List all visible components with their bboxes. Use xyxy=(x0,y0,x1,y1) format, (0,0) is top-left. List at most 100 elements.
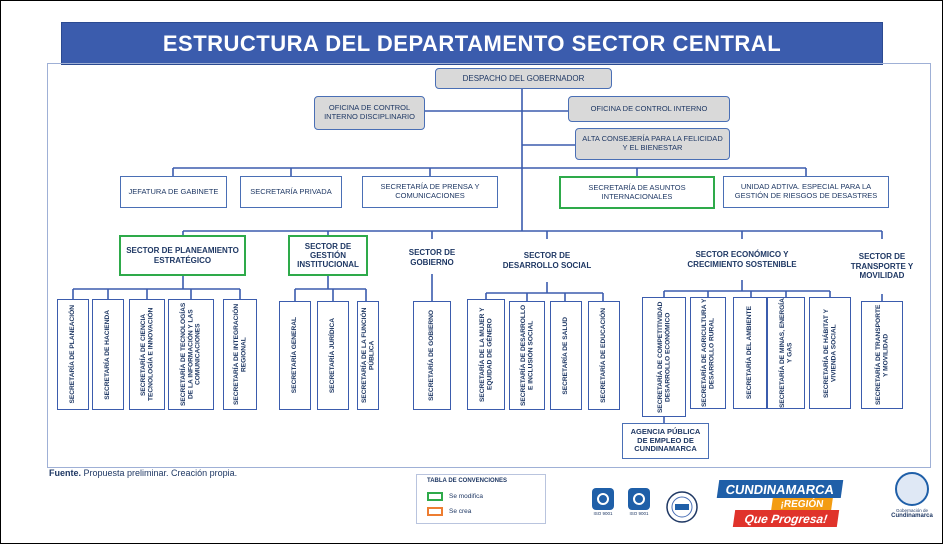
secretariat-label: SECRETARÍA DE TRANSPORTE Y MOVILIDAD xyxy=(874,304,889,406)
secretariat-label: SECRETARÍA DE COMPETITIVIDAD DESARROLLO … xyxy=(656,301,671,413)
sector-node-modified: SECTOR DE GESTIÓN INSTITUCIONAL xyxy=(288,235,368,276)
cundinamarca-logo: CUNDINAMARCA ¡REGIÓN Que Progresa! xyxy=(716,478,848,530)
certification-icon xyxy=(592,488,614,510)
certification-logo: ISO 9001 xyxy=(592,488,614,516)
cert-label: ISO 9001 xyxy=(629,511,649,516)
legend-row-modify: Se modifica xyxy=(427,492,483,501)
cert-label: ISO 9001 xyxy=(593,511,613,516)
seal-logo-icon xyxy=(666,491,698,523)
legend-label-modify: Se modifica xyxy=(449,493,483,500)
secretariat-node: SECRETARÍA DE LA FUNCIÓN PÚBLICA xyxy=(357,301,379,410)
brand-line-2: ¡REGIÓN xyxy=(771,498,833,510)
secretariat-node: SECRETARÍA DE COMPETITIVIDAD DESARROLLO … xyxy=(642,297,686,417)
sector-node-modified: SECTOR DE PLANEAMIENTO ESTRATÉGICO xyxy=(119,235,246,276)
sector-label: SECTOR ECONÓMICO Y CRECIMIENTO SOSTENIBL… xyxy=(687,249,797,269)
staff-left-label: OFICINA DE CONTROL INTERNO DISCIPLINARIO xyxy=(324,103,415,121)
staff-right-label: OFICINA DE CONTROL INTERNO xyxy=(590,103,708,113)
secretariat-label: SECRETARÍA DE AGRICULTURA Y DESARROLLO R… xyxy=(700,298,715,408)
legend-swatch-create xyxy=(427,507,443,516)
agency-label: AGENCIA PÚBLICA DE EMPLEO DE CUNDINAMARC… xyxy=(630,427,701,454)
seal-caption-2: Cundinamarca xyxy=(891,513,933,519)
chart-panel xyxy=(47,63,931,468)
secretariat-node: SECRETARÍA DE EDUCACIÓN xyxy=(588,301,620,410)
staff-node-consejeria: ALTA CONSEJERÍA PARA LA FELICIDAD Y EL B… xyxy=(575,128,730,160)
support-unit: JEFATURA DE GABINETE xyxy=(120,176,227,208)
source-note: Fuente. Propuesta preliminar. Creación p… xyxy=(49,468,237,478)
secretariat-node: SECRETARÍA DE CIENCIA TECNOLOGÍA E INNOV… xyxy=(129,299,165,410)
brand-line-3: Que Progresa! xyxy=(732,510,840,527)
sector-label: SECTOR DE TRANSPORTE Y MOVILIDAD xyxy=(850,252,914,281)
secretariat-node: SECRETARÍA DE INTEGRACIÓN REGIONAL xyxy=(223,299,257,410)
secretariat-node: SECRETARÍA DE HACIENDA xyxy=(92,299,124,410)
seal-caption-1: Gobernación de xyxy=(895,508,929,513)
page-title: ESTRUCTURA DEL DEPARTAMENTO SECTOR CENTR… xyxy=(162,30,782,56)
secretariat-node: SECRETARÍA DE PLANEACIÓN xyxy=(57,299,89,410)
brand-line-1: CUNDINAMARCA xyxy=(716,480,844,498)
staff-node-left: OFICINA DE CONTROL INTERNO DISCIPLINARIO xyxy=(314,96,425,130)
sector-label: SECTOR DE PLANEAMIENTO ESTRATÉGICO xyxy=(126,246,239,265)
legend-row-create: Se crea xyxy=(427,507,471,516)
sector-node: SECTOR DE DESARROLLO SOCIAL xyxy=(500,240,594,282)
secretariat-label: SECRETARÍA GENERAL xyxy=(291,317,299,394)
secretariat-node: SECRETARÍA DE GOBIERNO xyxy=(413,301,451,410)
secretariat-node: SECRETARÍA DE TRANSPORTE Y MOVILIDAD xyxy=(861,301,903,409)
secretariat-label: SECRETARÍA DE PLANEACIÓN xyxy=(69,305,77,404)
root-label: DESPACHO DEL GOBERNADOR xyxy=(462,73,585,83)
secretariat-node: SECRETARÍA DE MINAS, ENERGÍA Y GAS xyxy=(767,297,805,409)
legend-label-create: Se crea xyxy=(449,508,472,515)
support-unit: SECRETARÍA DE PRENSA Y COMUNICACIONES xyxy=(362,176,498,208)
support-unit-label: SECRETARÍA DE ASUNTOS INTERNACIONALES xyxy=(588,182,686,201)
secretariat-label: SECRETARÍA DE TECNOLOGÍAS DE LA INFORMAC… xyxy=(180,302,202,407)
secretariat-label: SECRETARÍA DE MINAS, ENERGÍA Y GAS xyxy=(778,298,793,408)
secretariat-label: SECRETARÍA JURÍDICA xyxy=(329,317,337,394)
secretariat-label: SECRETARÍA DE LA MUJER Y EQUIDAD DE GÉNE… xyxy=(478,307,493,402)
sector-label: SECTOR DE DESARROLLO SOCIAL xyxy=(502,251,592,270)
secretariat-node: SECRETARÍA JURÍDICA xyxy=(317,301,349,410)
secretariat-label: SECRETARÍA DE DESARROLLO E INCLUSIÓN SOC… xyxy=(519,304,534,407)
root-node: DESPACHO DEL GOBERNADOR xyxy=(435,68,612,89)
secretariat-label: SECRETARÍA DE GOBIERNO xyxy=(428,310,436,401)
title-banner: ESTRUCTURA DEL DEPARTAMENTO SECTOR CENTR… xyxy=(61,22,883,65)
staff-node-control: OFICINA DE CONTROL INTERNO xyxy=(568,96,730,122)
coat-of-arms-icon xyxy=(895,472,929,506)
secretariat-label: SECRETARÍA DE CIENCIA TECNOLOGÍA E INNOV… xyxy=(139,307,154,402)
certification-logo: ISO 9001 xyxy=(628,488,650,516)
secretariat-node: SECRETARÍA DEL AMBIENTE xyxy=(733,297,767,409)
secretariat-node: SECRETARÍA DE HÁBITAT Y VIVIENDA SOCIAL xyxy=(809,297,851,409)
secretariat-label: SECRETARÍA DE SALUD xyxy=(562,316,570,395)
support-unit: UNIDAD ADTIVA. ESPECIAL PARA LA GESTIÓN … xyxy=(723,176,889,208)
source-text: Propuesta preliminar. Creación propia. xyxy=(81,468,238,478)
secretariat-label: SECRETARÍA DE EDUCACIÓN xyxy=(600,308,608,403)
staff-right-label: ALTA CONSEJERÍA PARA LA FELICIDAD Y EL B… xyxy=(582,134,723,152)
sector-label: SECTOR DE GOBIERNO xyxy=(408,247,456,267)
support-unit-label: JEFATURA DE GABINETE xyxy=(128,186,219,196)
support-unit-label: SECRETARÍA DE PRENSA Y COMUNICACIONES xyxy=(380,182,480,200)
support-unit-label: UNIDAD ADTIVA. ESPECIAL PARA LA GESTIÓN … xyxy=(734,182,878,200)
support-unit-label: SECRETARÍA PRIVADA xyxy=(250,186,332,196)
secretariat-label: SECRETARÍA DEL AMBIENTE xyxy=(746,306,754,400)
legend-title: TABLA DE CONVENCIONES xyxy=(427,478,508,484)
secretariat-label: SECRETARÍA DE HÁBITAT Y VIVIENDA SOCIAL xyxy=(822,308,837,398)
certification-icon xyxy=(628,488,650,510)
source-bold: Fuente. xyxy=(49,468,82,478)
secretariat-node: SECRETARÍA DE LA MUJER Y EQUIDAD DE GÉNE… xyxy=(467,299,505,410)
secretariat-label: SECRETARÍA DE LA FUNCIÓN PÚBLICA xyxy=(360,307,375,404)
sector-node: SECTOR DE GOBIERNO xyxy=(396,241,468,274)
support-unit-modified: SECRETARÍA DE ASUNTOS INTERNACIONALES xyxy=(559,176,715,209)
secretariat-node: SECRETARÍA GENERAL xyxy=(279,301,311,410)
secretariat-node: SECRETARÍA DE SALUD xyxy=(550,301,582,410)
legend-swatch-modify xyxy=(427,492,443,501)
sector-node: SECTOR ECONÓMICO Y CRECIMIENTO SOSTENIBL… xyxy=(676,239,808,280)
government-seal: Gobernación de Cundinamarca xyxy=(884,472,940,534)
legend-table: TABLA DE CONVENCIONES Se modifica Se cre… xyxy=(416,474,546,524)
agency-node: AGENCIA PÚBLICA DE EMPLEO DE CUNDINAMARC… xyxy=(622,423,709,459)
seal-caption: Gobernación de Cundinamarca xyxy=(891,508,933,519)
sector-node: SECTOR DE TRANSPORTE Y MOVILIDAD xyxy=(842,239,922,294)
sector-label: SECTOR DE GESTIÓN INSTITUCIONAL xyxy=(297,241,359,270)
secretariat-node: SECRETARÍA DE TECNOLOGÍAS DE LA INFORMAC… xyxy=(168,299,214,410)
secretariat-node: SECRETARÍA DE AGRICULTURA Y DESARROLLO R… xyxy=(690,297,726,409)
secretariat-label: SECRETARÍA DE INTEGRACIÓN REGIONAL xyxy=(232,303,247,406)
support-unit: SECRETARÍA PRIVADA xyxy=(240,176,342,208)
secretariat-label: SECRETARÍA DE HACIENDA xyxy=(104,309,112,400)
